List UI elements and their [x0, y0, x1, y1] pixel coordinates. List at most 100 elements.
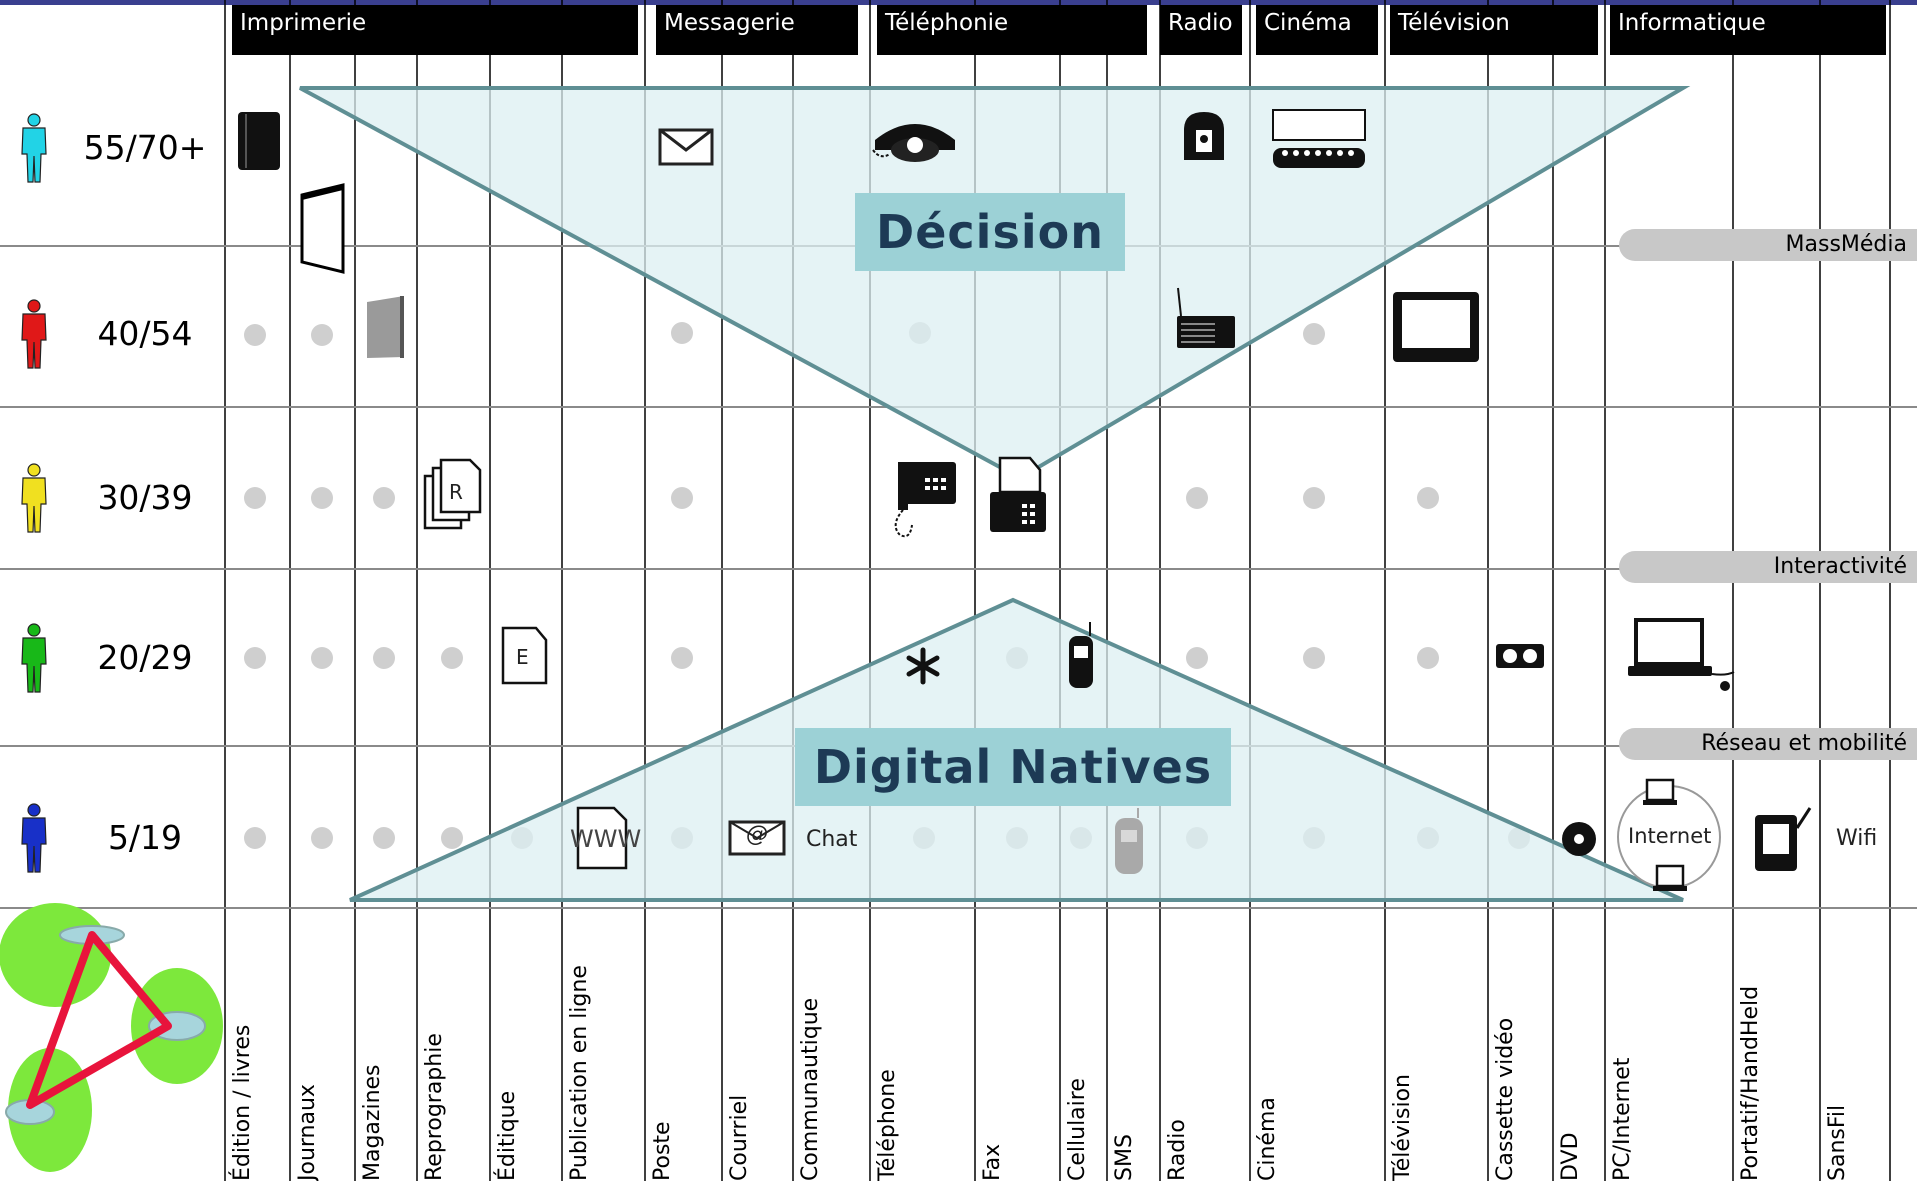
category-header: Téléphonie	[877, 5, 1147, 55]
technology-label: Reprographie	[422, 1033, 447, 1181]
category-header: Messagerie	[656, 5, 858, 55]
technology-label: Téléphone	[875, 1069, 900, 1181]
technology-label: Courriel	[727, 1094, 752, 1181]
decision-triangle	[299, 86, 1691, 481]
usage-dot	[373, 827, 395, 849]
category-header: Radio	[1160, 5, 1242, 55]
doc-letter: E	[516, 645, 529, 669]
cellphone-icon	[1069, 622, 1093, 688]
book-icon	[238, 112, 280, 170]
category-header: Informatique	[1610, 5, 1886, 55]
internet-globe-icon	[1617, 778, 1721, 891]
envelope-icon	[658, 128, 714, 166]
usage-dot	[1303, 323, 1325, 345]
laptop-icon	[1628, 618, 1735, 691]
tv-icon	[1393, 292, 1479, 362]
wifi-text: Wifi	[1836, 826, 1878, 851]
technology-label: Communautique	[798, 997, 823, 1181]
usage-dot	[311, 487, 333, 509]
person-icon	[21, 803, 47, 873]
technology-label: Portatif/HandHeld	[1738, 985, 1763, 1181]
person-icon	[21, 463, 47, 533]
usage-dot	[671, 487, 693, 509]
usage-dot	[311, 647, 333, 669]
usage-dot	[244, 827, 266, 849]
radio-icon	[1184, 112, 1224, 160]
technology-label: Cellulaire	[1065, 1078, 1090, 1181]
chat-text: Chat	[806, 827, 858, 852]
technology-label: Éditique	[495, 1090, 520, 1181]
www-text: WWW	[570, 825, 642, 853]
pda-icon	[1755, 807, 1812, 871]
technology-label: Publication en ligne	[567, 965, 592, 1181]
desk-phone-icon	[894, 462, 956, 538]
usage-dot	[1186, 647, 1208, 669]
age-group-label: 20/29	[97, 638, 193, 677]
dvd-icon	[1562, 822, 1596, 856]
age-group-label: 5/19	[107, 818, 183, 857]
technology-label: SMS	[1112, 1134, 1137, 1181]
document-icon	[501, 626, 548, 685]
magazine-icon	[367, 296, 404, 358]
technology-label: DVD	[1558, 1132, 1583, 1181]
top-accent-bar	[0, 0, 1917, 5]
age-group-label: 40/54	[97, 314, 193, 353]
usage-dot	[1186, 487, 1208, 509]
technology-label: PC/Internet	[1610, 1057, 1635, 1181]
technology-label: SansFil	[1825, 1104, 1850, 1181]
digital-natives-label: Digital Natives	[795, 728, 1231, 806]
category-header: Imprimerie	[232, 5, 638, 55]
person-icon	[21, 623, 47, 693]
copy-letter: R	[449, 480, 463, 504]
category-header: Cinéma	[1256, 5, 1378, 55]
age-group-label: 30/39	[97, 478, 193, 517]
technology-label: Cassette vidéo	[1493, 1017, 1518, 1181]
technology-label: Fax	[980, 1143, 1005, 1181]
video-cassette-icon	[1496, 644, 1544, 668]
category-header: Télévision	[1390, 5, 1598, 55]
usage-dot	[441, 827, 463, 849]
age-group-label: 55/70+	[83, 128, 207, 167]
usage-dot	[1417, 647, 1439, 669]
usage-dot	[671, 322, 693, 344]
email-at-sign: @	[746, 822, 768, 847]
technology-label: Cinéma	[1255, 1097, 1280, 1181]
usage-dot	[373, 647, 395, 669]
copy-icon	[423, 458, 482, 530]
technology-label: Magazines	[360, 1064, 385, 1181]
usage-dot	[311, 324, 333, 346]
cinema-screen-icon	[1272, 109, 1366, 168]
asterisk-icon	[906, 647, 940, 685]
usage-dot	[441, 647, 463, 669]
decision-label: Décision	[855, 193, 1125, 271]
rotary-phone-icon	[872, 124, 955, 162]
cellphone-grey-icon	[1115, 808, 1143, 874]
usage-dot	[311, 827, 333, 849]
band-label-massmedia: MassMédia	[1619, 229, 1917, 261]
usage-dot	[671, 647, 693, 669]
technology-label: Journaux	[295, 1084, 320, 1181]
usage-dot	[373, 487, 395, 509]
band-label-reseau-mobilite: Réseau et mobilité	[1619, 728, 1917, 760]
usage-dot	[244, 487, 266, 509]
person-icon	[21, 299, 47, 369]
internet-text: Internet	[1628, 824, 1712, 848]
usage-dot	[1303, 487, 1325, 509]
email-icon	[728, 820, 786, 856]
usage-dot	[244, 647, 266, 669]
usage-dot	[1417, 487, 1439, 509]
band-label-interactivite: Interactivité	[1619, 551, 1917, 583]
technology-label: Radio	[1165, 1119, 1190, 1181]
technology-label: Télévision	[1390, 1074, 1415, 1181]
web-page-icon	[576, 806, 628, 870]
usage-dot	[1303, 647, 1325, 669]
technology-label: Édition / livres	[230, 1024, 255, 1181]
fax-icon	[990, 456, 1046, 532]
network-diagram	[0, 903, 223, 1172]
usage-dot	[244, 324, 266, 346]
person-icon	[21, 113, 47, 183]
transistor-radio-icon	[1177, 287, 1235, 348]
technology-label: Poste	[650, 1121, 675, 1181]
folded-newspaper-icon	[300, 183, 345, 274]
